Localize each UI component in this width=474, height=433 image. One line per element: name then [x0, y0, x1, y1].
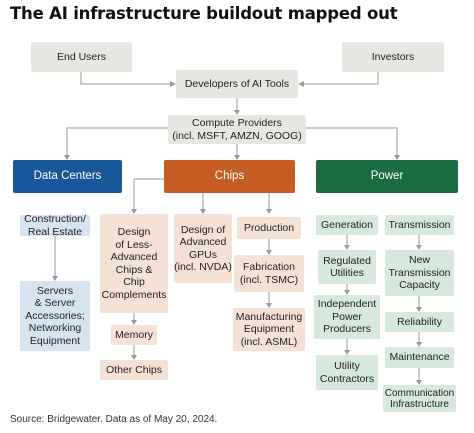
- utility-contractors-box: Utility Contractors: [316, 355, 378, 390]
- investors-label: Investors: [371, 50, 415, 63]
- compute-providers-label: Compute Providers (incl. MSFT, AMZN, GOO…: [172, 117, 302, 142]
- reliability-box: Reliability: [385, 312, 454, 332]
- advanced-gpus-box: Design of Advanced GPUs (incl. NVDA): [174, 214, 232, 283]
- new-transmission-capacity-box: New Transmission Capacity: [385, 250, 454, 296]
- utility-contractors-label: Utility Contractors: [319, 360, 375, 385]
- production-box: Production: [237, 217, 301, 239]
- compute-providers-box: Compute Providers (incl. MSFT, AMZN, GOO…: [168, 115, 306, 144]
- servers-box: Servers & Server Accessories; Networking…: [20, 281, 90, 351]
- servers-label: Servers & Server Accessories; Networking…: [25, 284, 85, 347]
- independent-power-producers-box: Independent Power Producers: [314, 295, 380, 339]
- reliability-label: Reliability: [397, 315, 442, 328]
- data-centers-header: Data Centers: [13, 160, 122, 193]
- production-label: Production: [243, 221, 295, 234]
- maintenance-label: Maintenance: [389, 351, 450, 364]
- power-label: Power: [370, 170, 404, 183]
- data-centers-label: Data Centers: [33, 170, 102, 183]
- construction-label: Construction/ Real Estate: [24, 213, 86, 238]
- generation-label: Generation: [321, 218, 373, 231]
- other-chips-label: Other Chips: [105, 363, 163, 376]
- transmission-box: Transmission: [385, 215, 454, 235]
- maintenance-box: Maintenance: [385, 347, 454, 368]
- developers-label: Developers of AI Tools: [184, 77, 290, 90]
- developers-box: Developers of AI Tools: [176, 70, 298, 98]
- independent-power-producers-label: Independent Power Producers: [317, 298, 377, 336]
- advanced-gpus-label: Design of Advanced GPUs (incl. NVDA): [174, 223, 232, 274]
- less-advanced-chips-label: Design of Less- Advanced Chips & Chip Co…: [101, 226, 167, 301]
- power-header: Power: [316, 160, 458, 193]
- chart-title: The AI infrastructure buildout mapped ou…: [10, 4, 398, 23]
- memory-box: Memory: [111, 325, 157, 345]
- memory-label: Memory: [115, 328, 153, 341]
- manufacturing-equipment-box: Manufacturing Equipment (incl. ASML): [233, 308, 305, 351]
- less-advanced-chips-box: Design of Less- Advanced Chips & Chip Co…: [100, 214, 168, 313]
- transmission-label: Transmission: [388, 218, 451, 231]
- fabrication-box: Fabrication (incl. TSMC): [234, 255, 304, 292]
- chips-header: Chips: [164, 160, 295, 193]
- source-note: Source: Bridgewater. Data as of May 20, …: [10, 414, 218, 425]
- generation-box: Generation: [316, 215, 378, 235]
- communication-infrastructure-label: Communication Infrastructure: [384, 387, 455, 410]
- fabrication-label: Fabrication (incl. TSMC): [239, 261, 299, 286]
- communication-infrastructure-box: Communication Infrastructure: [383, 385, 456, 412]
- regulated-utilities-box: Regulated Utilities: [318, 250, 376, 284]
- end-users-box: End Users: [31, 42, 132, 72]
- chips-label: Chips: [214, 170, 245, 183]
- other-chips-box: Other Chips: [100, 360, 168, 380]
- end-users-label: End Users: [56, 50, 107, 63]
- regulated-utilities-label: Regulated Utilities: [323, 254, 371, 280]
- manufacturing-equipment-label: Manufacturing Equipment (incl. ASML): [235, 310, 303, 348]
- new-transmission-capacity-label: New Transmission Capacity: [388, 254, 451, 292]
- construction-box: Construction/ Real Estate: [20, 213, 90, 238]
- investors-box: Investors: [342, 42, 444, 72]
